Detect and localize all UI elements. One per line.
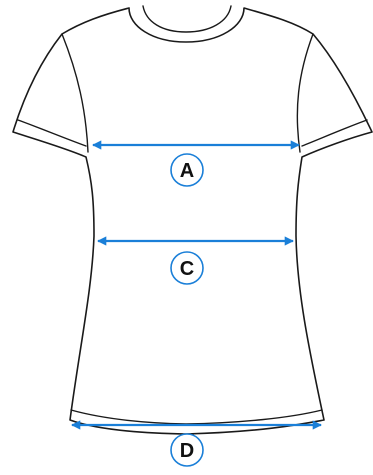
- measurement-c-badge: [170, 251, 204, 285]
- left-sleeve-seam: [61, 33, 89, 153]
- shirt-body: [12, 7, 373, 435]
- right-sleeve-cuff: [301, 119, 368, 147]
- measurement-d-label: D: [180, 440, 194, 462]
- measurement-d: D: [71, 420, 322, 467]
- measurement-d-badge: [170, 433, 204, 467]
- measurement-a-label: A: [180, 160, 194, 182]
- tshirt-outline: [12, 5, 373, 435]
- collar-trim: [142, 5, 232, 33]
- right-sleeve-seam: [296, 33, 314, 153]
- measurement-c-label: C: [180, 258, 194, 280]
- measurement-a: A: [92, 140, 300, 187]
- measurement-a-badge: [170, 153, 204, 187]
- left-sleeve-cuff: [17, 119, 87, 147]
- measurement-c: C: [97, 236, 294, 285]
